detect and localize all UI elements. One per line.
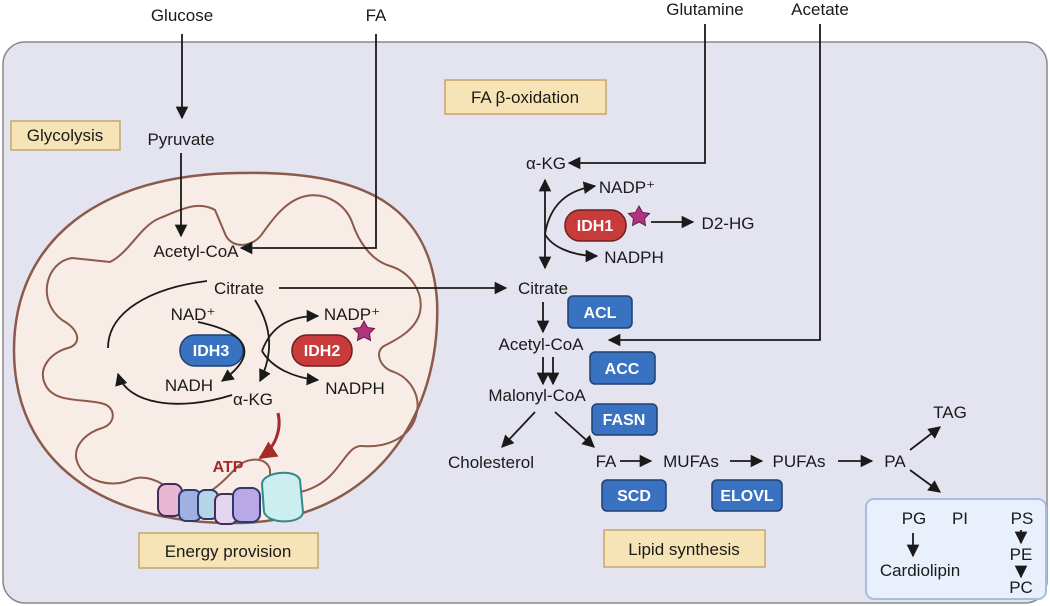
pi-label: PI: [952, 509, 968, 528]
acetate-label: Acetate: [791, 0, 849, 19]
glutamine-to-akg-arrow: [567, 24, 706, 170]
idh1-label: IDH1: [577, 218, 614, 235]
energy-provision-label: Energy provision: [165, 542, 292, 561]
pa-to-phospholipids-arrow: [909, 469, 942, 493]
idh2-enzyme: IDH2: [291, 334, 353, 367]
tag-label: TAG: [933, 403, 967, 422]
malonyl-coa-label: Malonyl-CoA: [488, 386, 586, 405]
mufas-label: MUFAs: [663, 452, 719, 471]
acc-label: ACC: [605, 361, 640, 378]
phospholipid-box: PG PI PS PE PC Cardiolipin: [865, 498, 1047, 600]
atp-label: ATP: [213, 459, 244, 476]
idh2-nadp-in-arrow: [261, 309, 320, 352]
cholesterol-label: Cholesterol: [448, 453, 534, 472]
idh3-label: IDH3: [193, 343, 230, 360]
mito-akg-label: α-KG: [233, 390, 273, 409]
acc-enzyme: ACC: [589, 351, 656, 385]
glucose-label: Glucose: [151, 6, 213, 25]
pc-label: PC: [1009, 578, 1033, 597]
idh3-enzyme: IDH3: [179, 334, 244, 367]
cardiolipin-label: Cardiolipin: [880, 561, 960, 580]
cyto-citrate-label: Citrate: [518, 279, 568, 298]
tca-cycle-arc-top: [107, 280, 208, 349]
pg-label: PG: [902, 509, 927, 528]
d2hg-label: D2-HG: [702, 214, 755, 233]
acl-enzyme: ACL: [567, 295, 633, 329]
fasn-enzyme: FASN: [591, 403, 658, 436]
idh2-nadph-out-arrow: [261, 350, 320, 386]
malonyl-coa-to-cholesterol-arrow: [501, 411, 536, 448]
pa-to-tag-arrow: [909, 426, 941, 451]
ps-label: PS: [1011, 509, 1034, 528]
idh2-label: IDH2: [304, 343, 341, 360]
pufas-label: PUFAs: [773, 452, 826, 471]
fa-to-acetyl-coa-arrow: [239, 34, 377, 255]
pe-label: PE: [1010, 545, 1033, 564]
idh1-nadph-out-arrow: [544, 233, 599, 263]
idh1-nadp-in-arrow: [544, 181, 597, 235]
lipid-synthesis-label: Lipid synthesis: [628, 540, 740, 559]
acetate-to-acetyl-coa-arrow: [607, 24, 821, 347]
elovl-label: ELOVL: [720, 488, 774, 505]
glycolysis-label: Glycolysis: [27, 126, 104, 145]
cyto-nadph-label: NADPH: [604, 248, 664, 267]
pyruvate-label: Pyruvate: [147, 130, 214, 149]
glutamine-label: Glutamine: [666, 0, 743, 19]
mito-acetyl-coa-label: Acetyl-CoA: [153, 242, 239, 261]
mito-nadp-plus-label: NADP⁺: [324, 305, 380, 324]
fa-beta-oxidation-label-box: FA β-oxidation: [444, 79, 607, 115]
malonyl-coa-to-fa-arrow: [554, 411, 595, 448]
mito-nadph-label: NADPH: [325, 379, 385, 398]
acl-label: ACL: [584, 305, 617, 322]
scd-label: SCD: [617, 488, 651, 505]
nadh-label: NADH: [165, 376, 213, 395]
mutation-star-icon: [352, 319, 376, 342]
pa-label: PA: [884, 452, 906, 471]
idh3-nad-reaction-arrow: [197, 321, 246, 382]
elovl-enzyme: ELOVL: [711, 479, 783, 512]
mito-citrate-label: Citrate: [214, 279, 264, 298]
scd-enzyme: SCD: [601, 479, 667, 512]
cyto-nadp-plus-label: NADP⁺: [599, 178, 655, 197]
atp-production-arrow: [258, 412, 281, 460]
energy-provision-label-box: Energy provision: [138, 532, 319, 569]
fa-beta-oxidation-label: FA β-oxidation: [471, 88, 579, 107]
fa-input-label: FA: [366, 6, 387, 25]
mutation-star-icon: [627, 204, 651, 227]
fasn-label: FASN: [603, 412, 646, 429]
glycolysis-label-box: Glycolysis: [10, 120, 121, 151]
nad-plus-label: NAD⁺: [171, 305, 216, 324]
cyto-akg-label: α-KG: [526, 154, 566, 173]
cyto-acetyl-coa-label: Acetyl-CoA: [498, 335, 584, 354]
idh1-enzyme: IDH1: [564, 209, 627, 242]
fa-product-label: FA: [596, 452, 617, 471]
citrate-to-akg-arrow: [254, 299, 271, 383]
tca-cycle-arc-bottom: [115, 372, 233, 405]
lipid-synthesis-label-box: Lipid synthesis: [603, 529, 766, 568]
atp-synthase-icon: [157, 471, 305, 525]
